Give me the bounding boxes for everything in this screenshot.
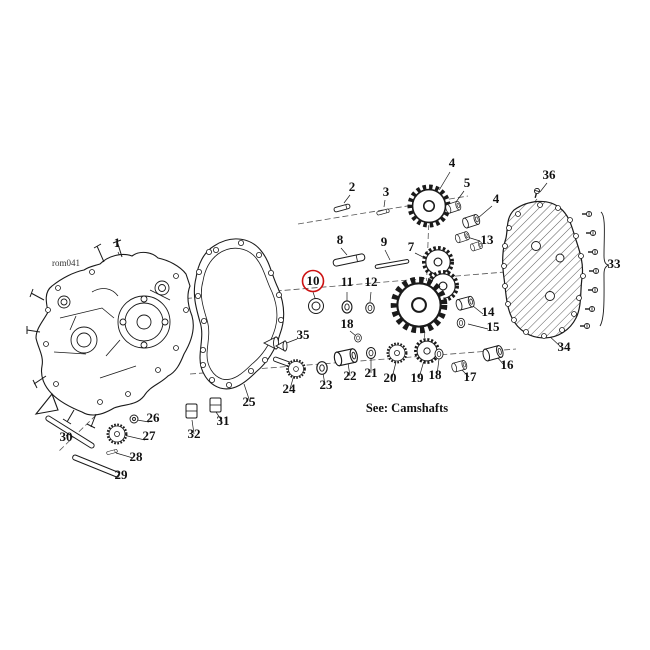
crankcase-detail-lines xyxy=(53,288,171,379)
washer-11 xyxy=(341,300,353,314)
bushing-13a xyxy=(454,230,471,244)
shaft-29 xyxy=(72,454,120,478)
block-31 xyxy=(209,397,222,413)
part-label-16: 16 xyxy=(501,357,515,372)
washer-18a xyxy=(354,333,362,343)
part-label-18-lower: 18 xyxy=(429,367,443,382)
camshafts-note: See: Camshafts xyxy=(366,401,448,415)
cam-cover xyxy=(501,200,586,339)
cam-cover-screw-holes xyxy=(501,202,586,339)
shaft-9 xyxy=(374,259,410,269)
part-label-4-top: 4 xyxy=(449,155,456,170)
pinion-gear-19 xyxy=(414,338,440,364)
cover-screws-33 xyxy=(579,210,610,330)
part-label-13: 13 xyxy=(481,232,495,247)
part-label-4-side: 4 xyxy=(493,191,500,206)
bushing-4b xyxy=(461,213,482,230)
washer-21 xyxy=(366,347,376,359)
part-label-29: 29 xyxy=(115,467,129,482)
part-label-26: 26 xyxy=(147,410,161,425)
crankcase-bolt-holes xyxy=(43,269,189,405)
part-label-8: 8 xyxy=(337,232,344,247)
part-label-32: 32 xyxy=(188,426,201,441)
parts xyxy=(45,187,505,478)
part-label-20: 20 xyxy=(384,370,397,385)
part-label-25: 25 xyxy=(243,394,257,409)
washer-12 xyxy=(365,302,375,314)
bushing-14 xyxy=(454,295,476,312)
pin-28 xyxy=(106,448,118,456)
crankcase xyxy=(26,239,194,429)
part-label-27: 27 xyxy=(143,428,157,443)
gear-shaft-24 xyxy=(272,356,306,379)
gasket xyxy=(193,238,285,390)
part-label-18-upper: 18 xyxy=(341,316,355,331)
part-label-11: 11 xyxy=(341,274,353,289)
washer-23 xyxy=(316,361,328,375)
part-label-21: 21 xyxy=(365,365,378,380)
part-label-5: 5 xyxy=(464,175,471,190)
bracket-33 xyxy=(599,211,610,327)
part-label-1: 1 xyxy=(114,235,121,250)
retainer-26 xyxy=(129,414,139,424)
gear-4 xyxy=(410,187,449,226)
part-label-7: 7 xyxy=(408,239,415,254)
part-label-9: 9 xyxy=(381,234,388,249)
part-label-22: 22 xyxy=(344,368,357,383)
gear-20 xyxy=(386,342,408,364)
part-label-23: 23 xyxy=(320,377,334,392)
pin-2 xyxy=(333,203,351,213)
part-label-15: 15 xyxy=(487,319,501,334)
part-labels: 1 2 3 4 5 4 13 7 8 9 10 11 12 14 15 16 1… xyxy=(60,155,622,482)
bushing-10 xyxy=(308,298,324,314)
part-label-3: 3 xyxy=(383,184,390,199)
screw-36 xyxy=(531,187,541,200)
crankcase-bearing-bores xyxy=(57,280,171,354)
part-label-2: 2 xyxy=(349,179,356,194)
part-label-30: 30 xyxy=(60,429,73,444)
part-label-24: 24 xyxy=(283,381,297,396)
part-label-33: 33 xyxy=(608,256,622,271)
part-label-31: 31 xyxy=(217,413,230,428)
part-label-35: 35 xyxy=(297,327,311,342)
shaft-8 xyxy=(332,253,366,267)
part-label-28: 28 xyxy=(130,449,144,464)
cone-washers-35 xyxy=(262,336,288,352)
cam-gear xyxy=(394,280,445,331)
part-label-19: 19 xyxy=(411,370,425,385)
part-label-12: 12 xyxy=(365,274,378,289)
shaft-30 xyxy=(45,415,95,449)
gear-7 xyxy=(422,246,454,278)
part-label-34: 34 xyxy=(558,339,572,354)
block-32 xyxy=(185,403,198,419)
part-label-14: 14 xyxy=(482,304,496,319)
crankcase-studs xyxy=(26,239,123,429)
washer-18b xyxy=(434,348,444,360)
cam-cover-bosses xyxy=(531,241,565,301)
part-label-10: 10 xyxy=(307,273,320,288)
highlight-circle-part-10 xyxy=(301,269,325,293)
bushing-22 xyxy=(332,347,360,367)
part-label-36: 36 xyxy=(543,167,557,182)
gasket-bolt-holes xyxy=(194,239,284,388)
drawing-code: rom041 xyxy=(52,258,80,268)
washer-15 xyxy=(456,317,466,329)
part-label-17: 17 xyxy=(464,369,478,384)
gear-27 xyxy=(106,423,128,445)
